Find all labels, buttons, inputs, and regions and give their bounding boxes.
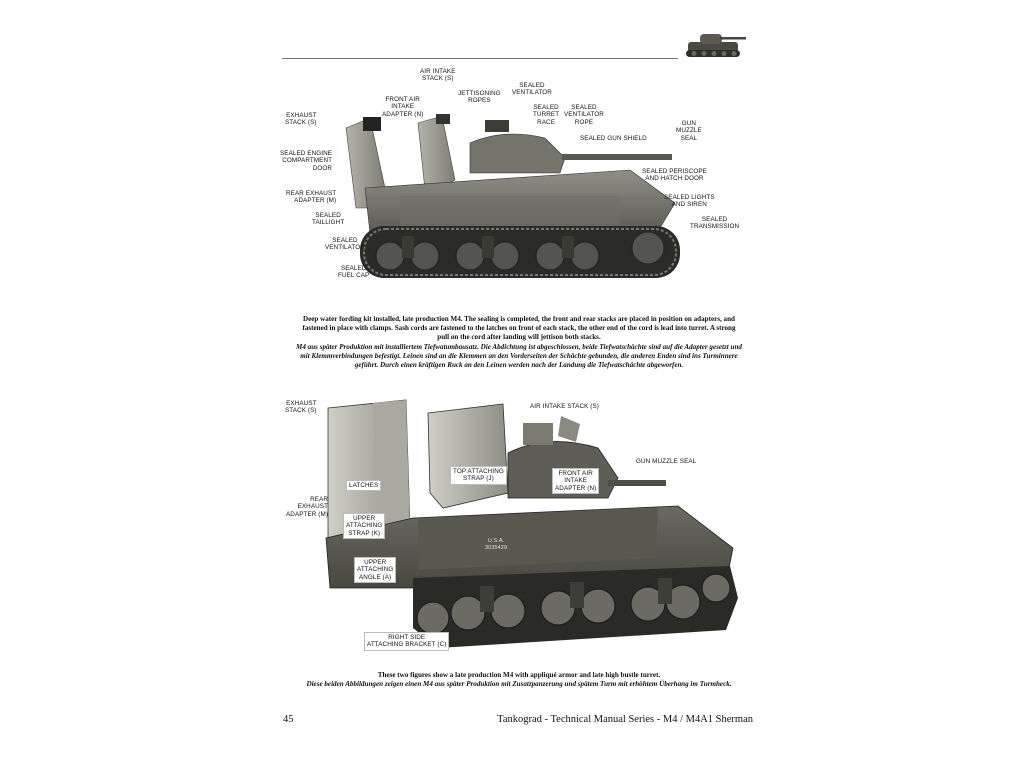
callout-rear-exhaust-adapter-2: REAR EXHAUST ADAPTER (M): [286, 496, 329, 518]
callout-front-air-intake-adapter-2: FRONT AIR INTAKE ADAPTER (N): [552, 468, 600, 495]
callout-exhaust-stack-2: EXHAUST STACK (S): [285, 400, 317, 415]
callout-top-attaching-strap: TOP ATTACHING STRAP (J): [450, 466, 507, 485]
callout-sealed-engine-door: SEALED ENGINE COMPARTMENT DOOR: [280, 150, 333, 172]
caption-german-2: Diese beiden Abbildungen zeigen einen M4…: [306, 680, 732, 689]
callout-upper-attaching-angle: UPPER ATTACHING ANGLE (A): [354, 557, 397, 584]
callout-gun-muzzle-seal: GUN MUZZLE SEAL: [676, 120, 702, 142]
callout-rear-exhaust-adapter: REAR EXHAUST ADAPTER (M): [286, 190, 337, 205]
tank-silhouette-icon: [680, 22, 750, 62]
callout-upper-attaching-strap: UPPER ATTACHING STRAP (K): [343, 513, 386, 540]
callout-sealed-ventilator-bottom: SEALED VENTILATOR: [325, 237, 365, 252]
callout-front-air-intake-adapter: FRONT AIR INTAKE ADAPTER (N): [382, 96, 424, 118]
callout-exhaust-stack: EXHAUST STACK (S): [285, 112, 317, 127]
header-rule: [282, 58, 678, 59]
tank-photo-side: [330, 108, 686, 298]
caption-german: M4 aus später Produktion mit installiert…: [296, 342, 742, 370]
callout-sealed-ventilator-rope: SEALED VENTILATOR ROPE: [564, 104, 604, 126]
callout-latches: LATCHES: [346, 480, 382, 492]
page-number: 45: [283, 714, 294, 725]
callout-sealed-transmission: SEALED TRANSMISSION: [690, 216, 740, 231]
caption-english: Deep water fording kit installed, late p…: [302, 315, 736, 342]
callout-sealed-gun-shield: SEALED GUN SHIELD: [580, 135, 647, 142]
callout-air-intake-stack-2: AIR INTAKE STACK (S): [530, 403, 599, 410]
callout-sealed-ventilator-top: SEALED VENTILATOR: [512, 82, 552, 97]
callout-sealed-lights: SEALED LIGHTS AND SIREN: [664, 194, 715, 209]
callout-air-intake-stack: AIR INTAKE STACK (S): [420, 68, 456, 83]
caption-english-2: These two figures show a late production…: [377, 671, 661, 679]
callout-sealed-fuel-cap: SEALED FUEL CAP: [338, 265, 370, 280]
callout-sealed-periscope: SEALED PERISCOPE AND HATCH DOOR: [642, 168, 707, 183]
hull-marking: U.S.A. 3035429: [485, 538, 508, 551]
figure2-caption: These two figures show a late production…: [296, 671, 742, 689]
callout-jettisoning-ropes: JETTISONING ROPES: [458, 90, 501, 105]
callout-sealed-turret-race: SEALED TURRET RACE: [533, 104, 560, 126]
callout-sealed-taillight: SEALED TAILLIGHT: [312, 212, 345, 227]
figure1-caption: Deep water fording kit installed, late p…: [296, 315, 742, 370]
callout-right-side-bracket: RIGHT SIDE ATTACHING BRACKET (C): [364, 632, 450, 651]
series-title: Tankograd - Technical Manual Series - M4…: [497, 714, 753, 725]
callout-gun-muzzle-seal-2: GUN MUZZLE SEAL: [636, 458, 697, 465]
